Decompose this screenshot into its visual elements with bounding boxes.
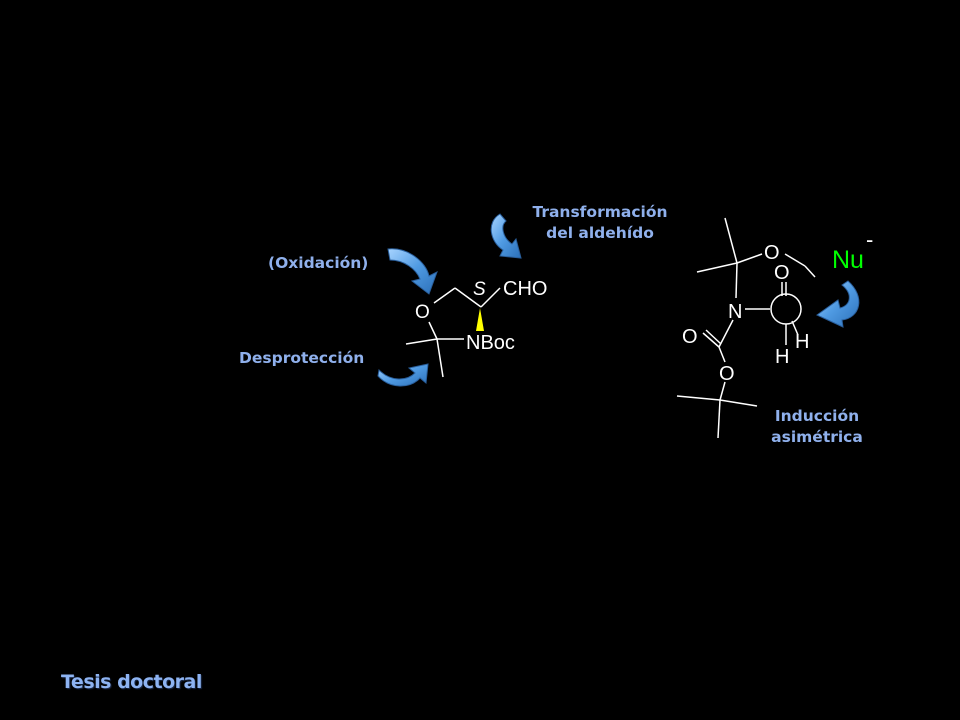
aldehyde-group: CHO — [503, 278, 547, 300]
aldehyde-oxygen: O — [774, 262, 790, 284]
stereo-wedge — [476, 308, 484, 331]
bond-c-o-ester — [718, 346, 726, 363]
bond-ch2-c4 — [454, 287, 482, 308]
transformation-label: Transformación del aldehído — [520, 202, 680, 244]
transformation-line-1: Transformación — [532, 203, 668, 221]
stereo-descriptor: S — [473, 279, 486, 300]
bond-c-n — [735, 262, 738, 299]
footer-title: Tesis doctoral — [61, 671, 202, 693]
bond-tbu-left — [676, 395, 721, 401]
hydrogen-bottom: H — [775, 346, 789, 368]
nucleophile: Nu — [832, 246, 864, 274]
oxidation-label: (Oxidación) — [268, 254, 369, 272]
deprotection-arrow — [377, 363, 429, 387]
bond-ch2 — [804, 265, 816, 278]
bond-co-a — [702, 332, 720, 348]
bond-h-right — [791, 320, 799, 336]
bond-o-cq — [428, 321, 438, 340]
transformation-arrow — [490, 213, 522, 259]
deprotection-label: Desprotección — [239, 349, 365, 367]
left-molecule — [405, 287, 501, 378]
induction-line-1: Inducción — [774, 407, 860, 425]
bond-o-tbu — [719, 381, 726, 401]
bond-o-ch2-top — [784, 253, 806, 267]
nboc-group: NBoc — [466, 332, 515, 354]
hydrogen-right: H — [795, 331, 809, 353]
bond-tbu-right — [719, 399, 758, 407]
bond-methyl-left — [405, 338, 438, 345]
bond-c4-cho — [480, 287, 501, 308]
bond-c-o-ring — [736, 253, 763, 264]
bond-methyl-down — [436, 338, 444, 378]
right-molecule — [676, 217, 816, 439]
bond-co-b — [705, 329, 722, 345]
bond-tbu-top — [724, 217, 738, 264]
oxidation-arrow — [387, 248, 438, 295]
carbonyl-oxygen: O — [682, 326, 698, 348]
bond-methyl-left-top — [696, 262, 738, 273]
bond-tbu-down — [717, 399, 721, 439]
nucleophile-charge: - — [866, 227, 873, 252]
induction-line-2: asimétrica — [771, 428, 863, 446]
right-ring-oxygen: O — [764, 242, 780, 264]
ester-oxygen: O — [719, 363, 735, 385]
left-ring-oxygen: O — [415, 302, 430, 323]
bond-n-carbonyl — [718, 319, 734, 348]
right-nitrogen: N — [728, 301, 742, 323]
induction-label: Inducción asimétrica — [752, 406, 882, 448]
bond-o-ch2 — [433, 287, 456, 304]
transformation-line-2: del aldehído — [546, 224, 654, 242]
nucleophile-arrow — [816, 280, 860, 328]
newman-circle — [770, 293, 802, 325]
